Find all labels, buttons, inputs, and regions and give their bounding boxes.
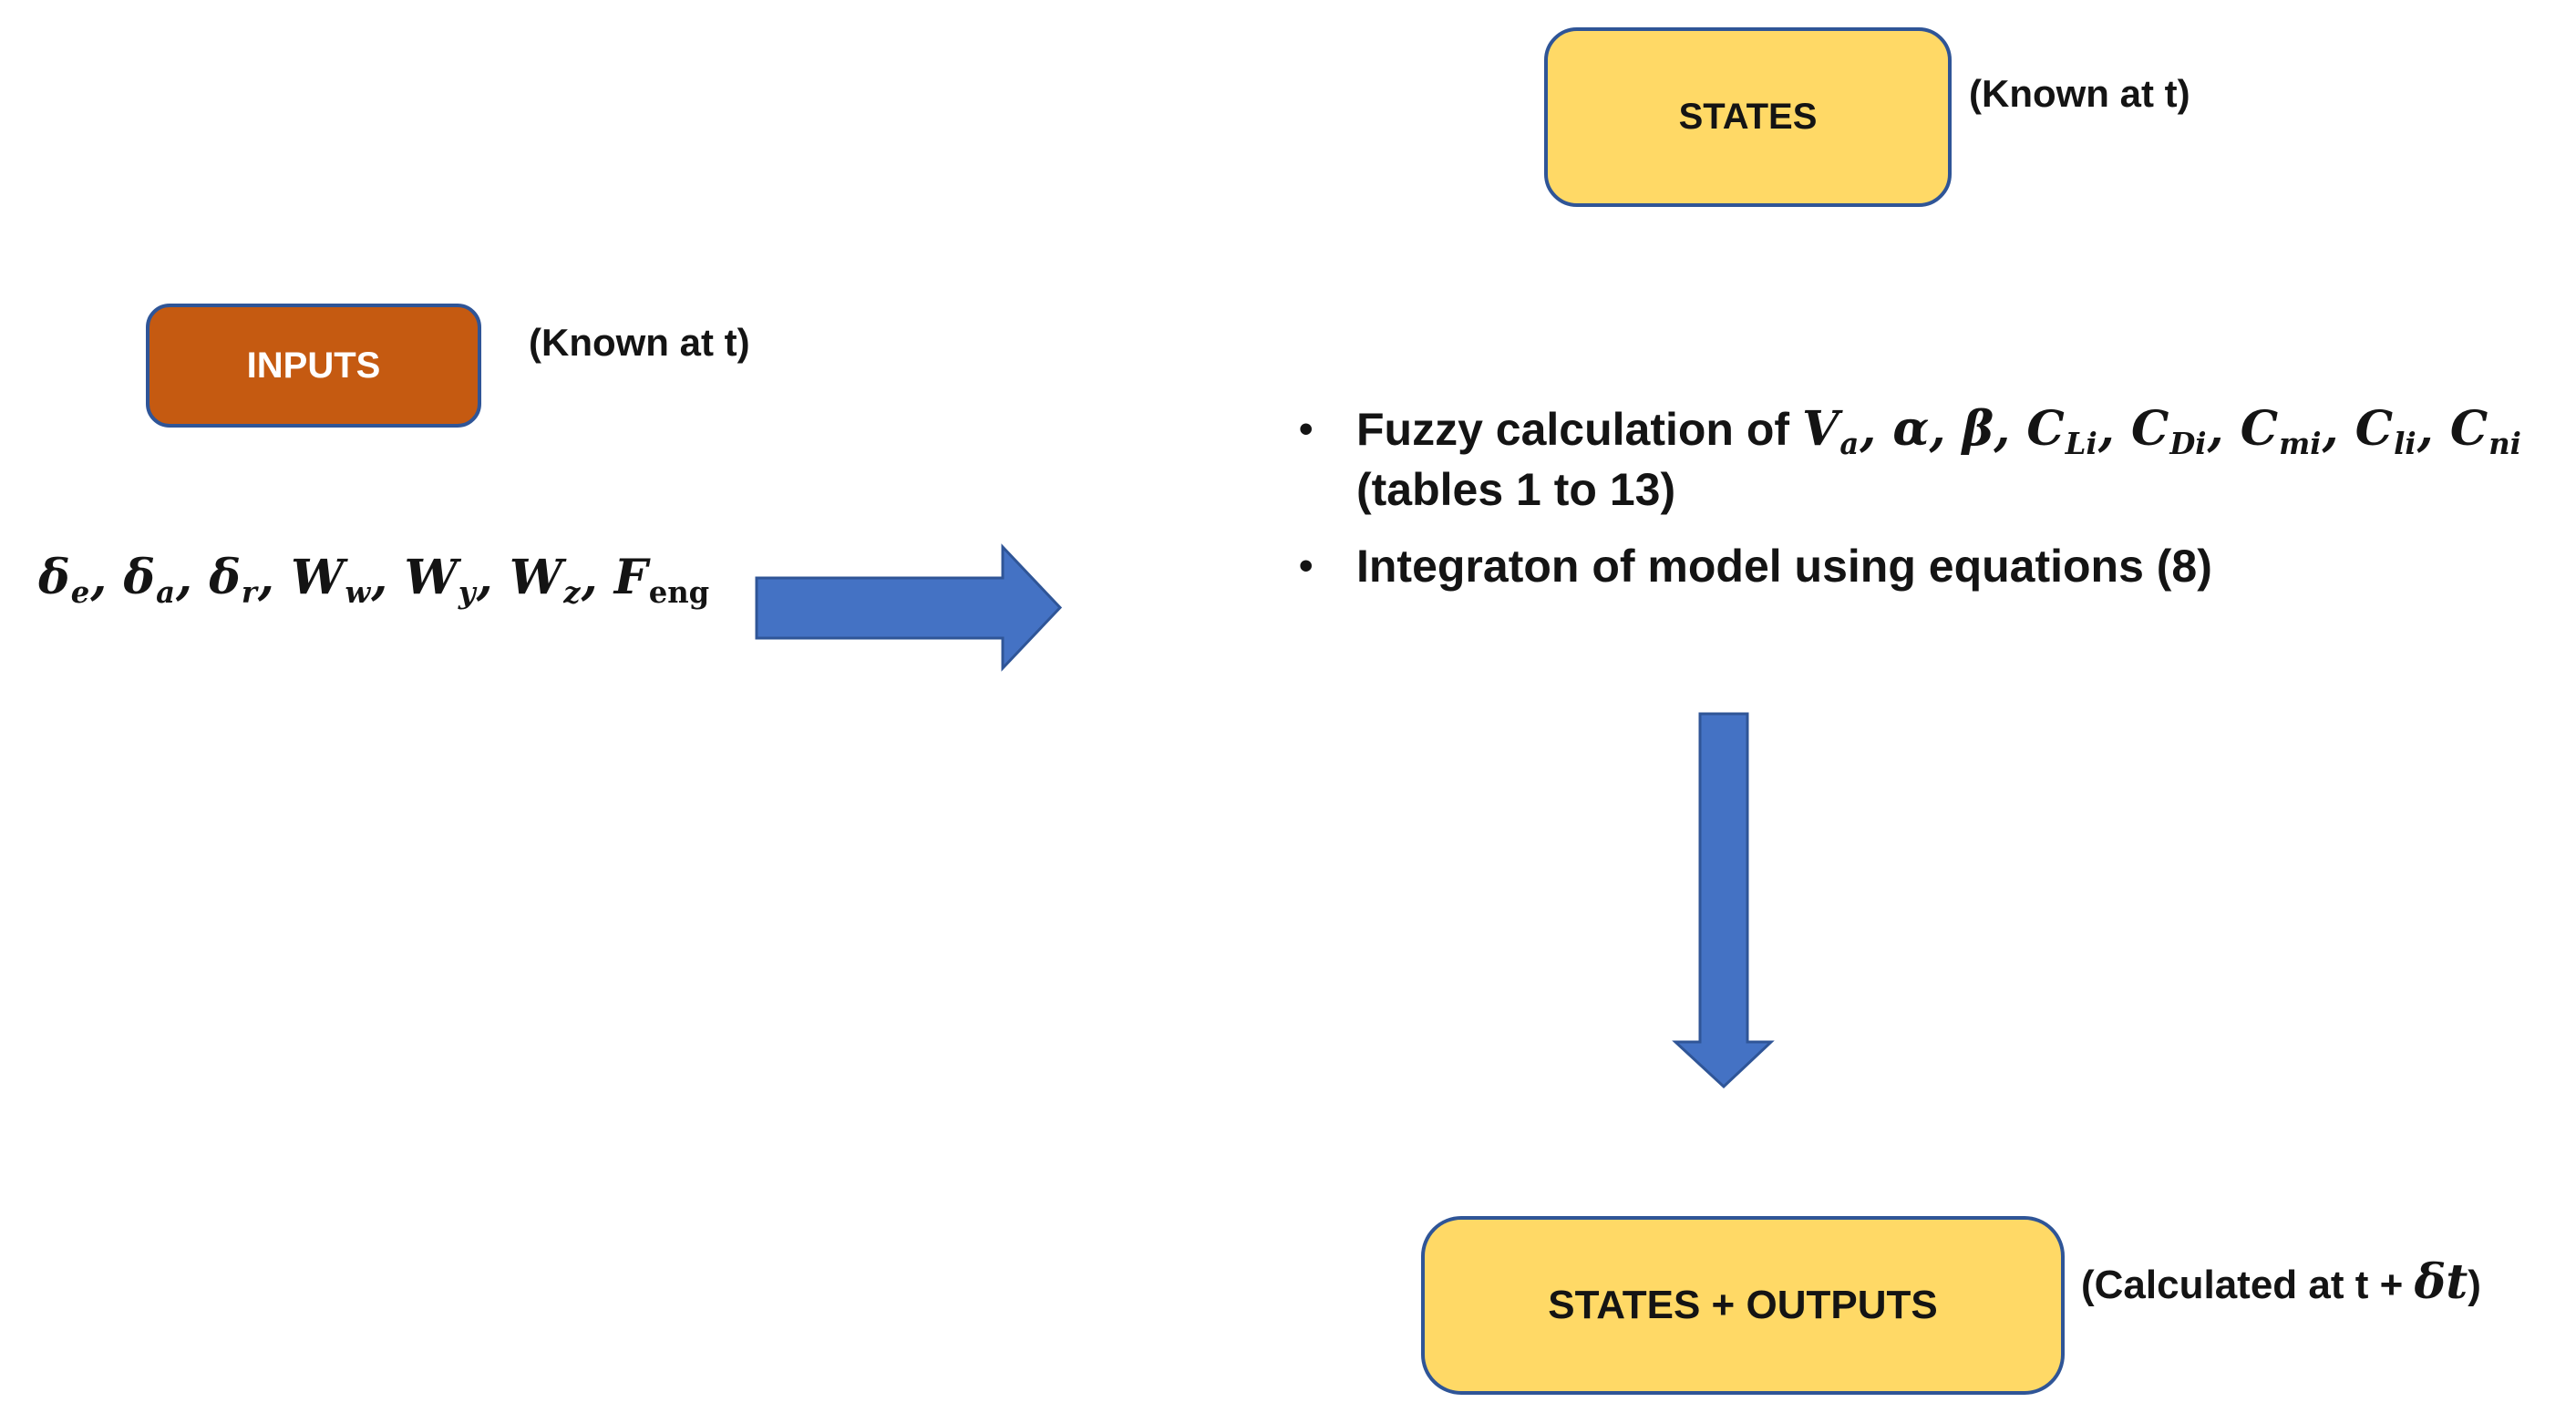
states-outputs-box: STATES + OUTPUTS [1421, 1216, 2065, 1395]
outputs-annotation-math: δt [2414, 1254, 2468, 1310]
right-arrow [755, 543, 1063, 672]
outputs-annotation-prefix: (Calculated at t + [2081, 1263, 2415, 1307]
states-outputs-box-label: STATES + OUTPUTS [1548, 1283, 1938, 1327]
outputs-annotation: (Calculated at t + δt) [2081, 1256, 2481, 1312]
bullet1-math-expression: Va, α, β, CLi, CDi, Cmi, Cli, Cni [1801, 401, 2521, 461]
list-item: • Integraton of model using equations (8… [1299, 536, 2575, 596]
process-bullet-list: • Fuzzy calculation of Va, α, β, CLi, CD… [1299, 399, 2575, 596]
inputs-annotation: (Known at t) [529, 321, 750, 364]
bullet1-line2: (tables 1 to 13) [1356, 464, 1676, 515]
inputs-math-expression: δe, δa, δr, Ww, Wy, Wz, Feng [38, 550, 710, 610]
states-box: STATES [1544, 27, 1952, 207]
bullet-icon: • [1299, 407, 1314, 451]
states-box-label: STATES [1678, 97, 1818, 137]
list-item: • Fuzzy calculation of Va, α, β, CLi, CD… [1299, 399, 2575, 520]
inputs-box: INPUTS [146, 304, 481, 428]
outputs-annotation-suffix: ) [2468, 1263, 2481, 1307]
inputs-box-label: INPUTS [246, 345, 381, 386]
bullet1-text: Fuzzy calculation of Va, α, β, CLi, CDi,… [1356, 399, 2522, 520]
states-annotation: (Known at t) [1969, 72, 2190, 115]
down-arrow [1672, 712, 1775, 1089]
bullet1-prefix: Fuzzy calculation of [1356, 404, 1802, 455]
bullet2-text: Integraton of model using equations (8) [1356, 541, 2212, 592]
bullet-icon: • [1299, 543, 1314, 588]
